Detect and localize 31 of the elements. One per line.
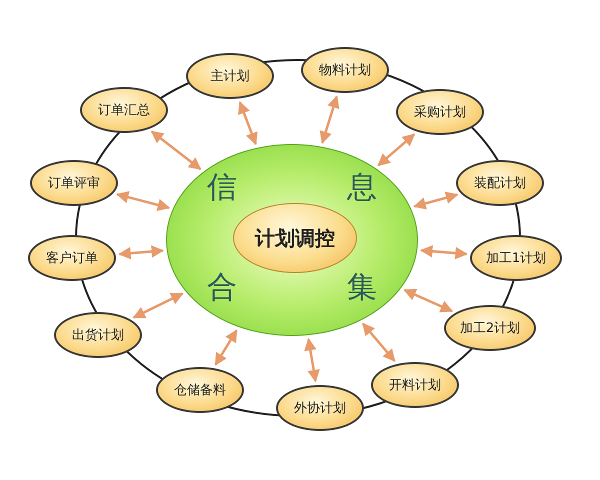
ellipse-character: 息 xyxy=(347,173,377,203)
plan-ellipse: 出货计划 xyxy=(54,312,142,358)
arrow xyxy=(320,95,340,144)
plan-ellipse: 主计划 xyxy=(186,53,274,99)
plan-ellipse: 开料计划 xyxy=(371,362,459,408)
ellipse-character: 信 xyxy=(207,173,237,203)
plan-ellipse: 客户订单 xyxy=(28,235,116,281)
ellipse-character: 集 xyxy=(347,273,377,303)
arrow xyxy=(150,130,202,170)
arrow xyxy=(413,192,458,210)
arrow xyxy=(420,245,468,260)
plan-ellipse: 加工2计划 xyxy=(444,305,536,351)
arrow xyxy=(403,288,454,312)
arrow xyxy=(362,322,396,362)
plan-ellipse: 采购计划 xyxy=(396,89,484,135)
arrow xyxy=(304,338,320,382)
arrow xyxy=(377,133,416,166)
arrow xyxy=(118,245,164,260)
plan-ellipse: 仓储备料 xyxy=(156,367,244,413)
plan-ellipse: 装配计划 xyxy=(456,160,544,206)
center-ellipse: 计划调控 xyxy=(233,203,357,273)
plan-ellipse: 加工1计划 xyxy=(470,235,562,281)
arrow xyxy=(238,101,258,146)
arrow xyxy=(214,329,238,366)
plan-ellipse: 订单汇总 xyxy=(80,87,168,133)
plan-ellipse: 外协计划 xyxy=(276,385,364,431)
arrow xyxy=(116,191,170,212)
arrow xyxy=(132,292,184,319)
plan-ellipse: 物料计划 xyxy=(301,47,389,93)
plan-ellipse: 订单评审 xyxy=(30,160,118,206)
ellipse-character: 合 xyxy=(207,273,237,303)
